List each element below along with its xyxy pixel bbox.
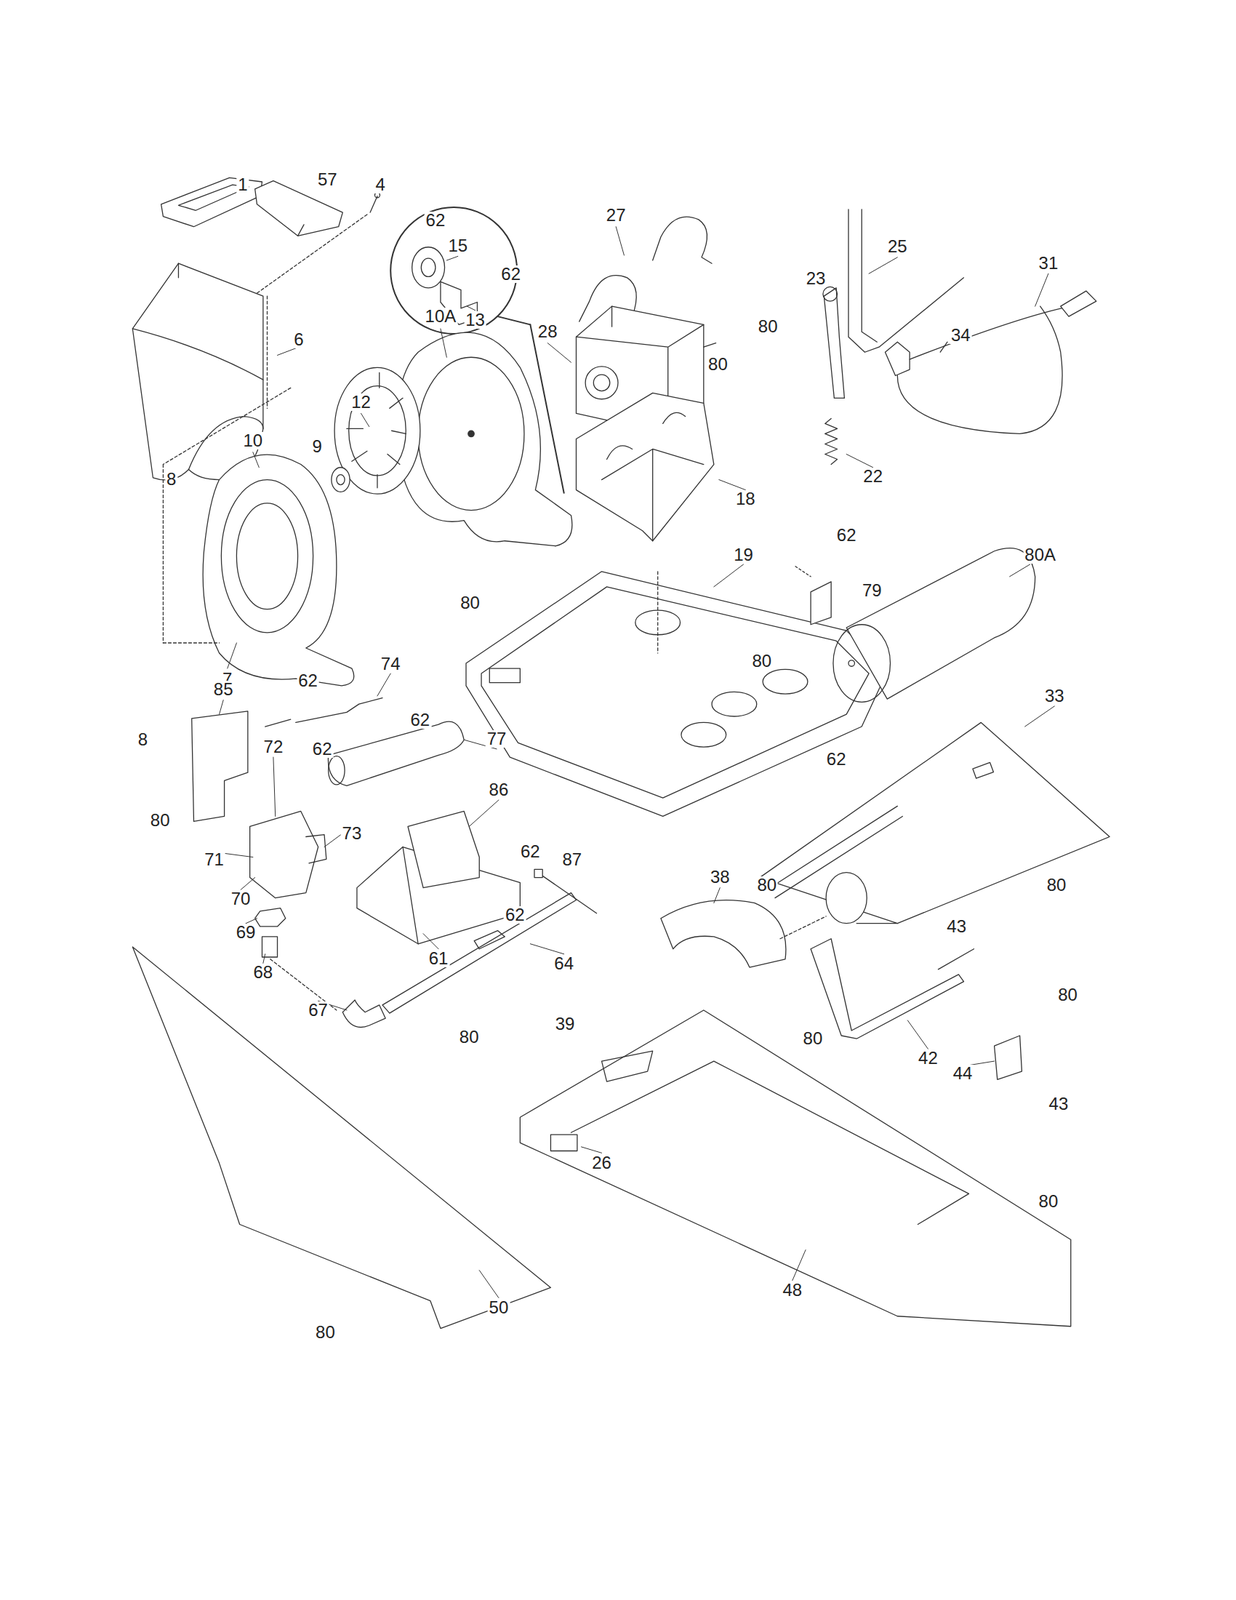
callout-number: 31 xyxy=(1037,254,1061,272)
callout-number: 34 xyxy=(949,326,973,344)
callout-number: 15 xyxy=(446,237,469,255)
callout-number: 48 xyxy=(780,1281,804,1299)
callout-number: 72 xyxy=(262,737,286,756)
callout-number: 8 xyxy=(136,730,150,749)
callout-number: 69 xyxy=(234,923,258,941)
callout-number: 50 xyxy=(487,1298,511,1316)
callout-number: 80 xyxy=(149,811,172,829)
callout-number: 71 xyxy=(202,850,226,869)
callout-number: 64 xyxy=(552,954,576,973)
callout-number: 62 xyxy=(835,526,858,544)
callout-number: 87 xyxy=(561,850,584,869)
callout-number: 9 xyxy=(311,437,324,456)
callout-number: 70 xyxy=(229,889,253,908)
callout-number: 74 xyxy=(379,655,403,673)
callout-number: 10A xyxy=(423,307,459,325)
callout-number: 57 xyxy=(316,170,339,189)
callout-number: 80 xyxy=(750,652,773,670)
callout-number: 80 xyxy=(756,317,780,336)
callout-number: 4 xyxy=(373,175,387,194)
callout-number: 80 xyxy=(1056,985,1079,1004)
callout-number: 38 xyxy=(708,868,732,886)
callout-number: 86 xyxy=(487,780,511,799)
callout-number: 80 xyxy=(755,876,778,894)
callout-number: 80 xyxy=(1045,876,1069,894)
callout-number: 61 xyxy=(427,949,451,967)
callout-number: 85 xyxy=(212,680,235,698)
callout-number: 80A xyxy=(1022,546,1058,564)
callout-number: 77 xyxy=(485,729,509,748)
callout-number: 27 xyxy=(604,206,628,224)
callout-number: 23 xyxy=(804,269,828,288)
callout-number: 39 xyxy=(554,1014,577,1033)
callout-number: 10 xyxy=(241,431,264,450)
callout-number: 44 xyxy=(951,1064,975,1082)
callout-number: 62 xyxy=(424,211,448,230)
callout-number: 80 xyxy=(706,355,730,373)
callout-number: 19 xyxy=(732,546,755,564)
callout-number: 28 xyxy=(536,322,560,341)
callout-number: 80 xyxy=(801,1029,825,1047)
callout-number: 25 xyxy=(886,237,909,256)
callout-number: 43 xyxy=(945,917,968,935)
callout-number: 79 xyxy=(860,581,884,600)
callout-number: 33 xyxy=(1043,687,1066,705)
callout-number: 18 xyxy=(734,490,757,508)
callout-number: 42 xyxy=(916,1049,940,1067)
callout-number: 67 xyxy=(306,1001,330,1019)
callout-number: 80 xyxy=(1037,1192,1061,1210)
callout-number: 62 xyxy=(503,905,527,924)
callout-number: 13 xyxy=(463,311,487,329)
callout-number: 73 xyxy=(340,824,364,842)
callout-number: 1 xyxy=(236,175,249,194)
callout-number: 6 xyxy=(292,330,305,349)
callout-number: 62 xyxy=(409,711,432,729)
callout-number: 62 xyxy=(499,265,523,283)
callout-number: 62 xyxy=(825,750,848,768)
callout-number: 8 xyxy=(165,470,178,488)
callout-number: 80 xyxy=(314,1323,337,1341)
callout-number: 62 xyxy=(296,671,320,690)
callout-number: 12 xyxy=(349,393,373,411)
callout-number: 62 xyxy=(311,740,334,758)
callout-number: 80 xyxy=(458,594,482,612)
callout-number: 68 xyxy=(252,963,275,981)
callout-number: 43 xyxy=(1047,1094,1071,1113)
callout-number: 62 xyxy=(519,842,542,861)
callout-number: 26 xyxy=(590,1153,613,1172)
callout-number: 80 xyxy=(458,1028,481,1046)
callout-number: 22 xyxy=(861,467,885,485)
